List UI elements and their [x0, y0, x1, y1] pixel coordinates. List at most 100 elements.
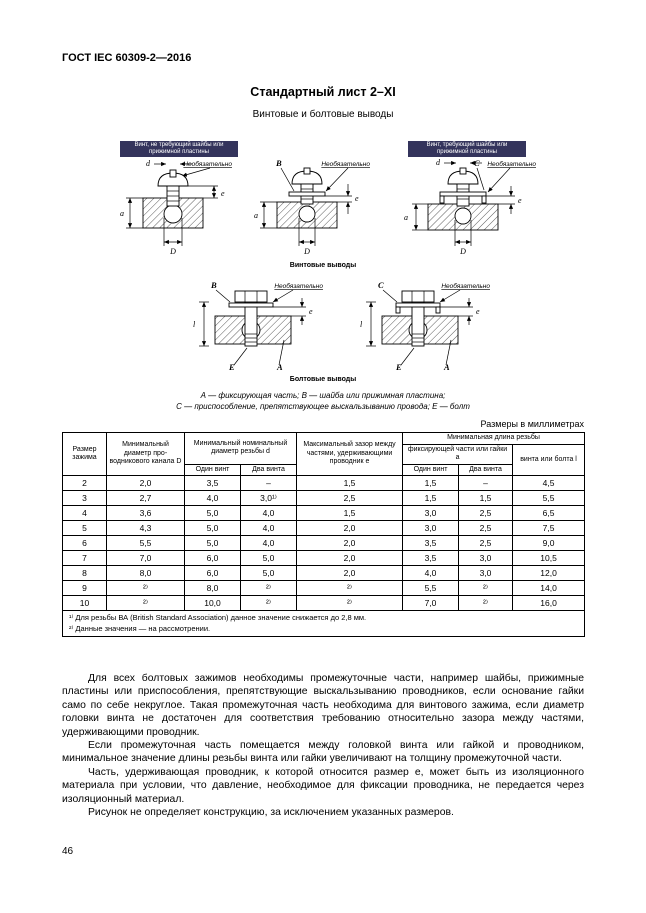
table-cell: 4 [62, 505, 107, 521]
table-cell: 4,3 [106, 520, 185, 536]
table-cell: 10,0 [184, 595, 241, 611]
table-cell: 3,5 [184, 475, 241, 491]
table-cell: ²⁾ [458, 595, 514, 611]
table-cell: 3 [62, 490, 107, 506]
conductor-channel [454, 207, 472, 225]
page-subtitle: Винтовые и болтовые выводы [252, 109, 394, 120]
table-cell: 5,0 [184, 535, 241, 551]
table-cell: 16,0 [512, 595, 586, 611]
body-paragraph: Часть, удерживающая проводник, к которой… [62, 766, 584, 805]
table-cell: 3,5 [402, 550, 460, 566]
table-cell: 6 [62, 535, 107, 551]
table-cell: 8,0 [184, 580, 241, 596]
screw-slot [303, 167, 311, 175]
optional-label: Необязательно [274, 282, 323, 290]
dim-label-e: e [355, 194, 359, 203]
optional-label: Необязательно [183, 160, 232, 168]
table-cell: 5,5 [106, 535, 185, 551]
part-label-C: C [378, 280, 384, 290]
table-cell: 8 [62, 565, 107, 581]
table-cell: 2,5 [458, 520, 514, 536]
conductor-channel [163, 204, 183, 224]
table-cell: ²⁾ [106, 595, 185, 611]
table-cell: 6,5 [512, 505, 586, 521]
dim-label-l: l [193, 320, 196, 329]
optional-label: Необязательно [487, 160, 536, 168]
table-cell: 10,5 [512, 550, 586, 566]
table-cell: 4,5 [512, 475, 586, 491]
figure-screw-terminal-1: Необязательно d e a D [120, 159, 232, 256]
part-label-B: B [210, 280, 217, 290]
header-min-thread-length: Минимальная длина резьбы [402, 432, 586, 445]
table-cell: 7 [62, 550, 107, 566]
table-cell: 1,5 [402, 490, 460, 506]
table-cell: 2,0 [296, 565, 404, 581]
table-cell: 8,0 [106, 565, 185, 581]
table-cell: 4,0 [184, 490, 241, 506]
table-cell: 5,0 [239, 565, 298, 581]
legend-line-1: А — фиксирующая часть; В — шайба или при… [200, 391, 446, 400]
footnote-2: ²⁾ Данные значения — на рассмотрении. [69, 623, 211, 633]
screw-slot [169, 169, 177, 178]
table-cell: 5,0 [184, 520, 241, 536]
table-cell: 7,0 [402, 595, 460, 611]
optional-label: Необязательно [321, 160, 370, 168]
header-min-thread-diameter: Минимальный номинальный диаметр резьбы d [183, 432, 298, 465]
page-number: 46 [62, 846, 74, 857]
figure-label-no-washer: Винт, не требующий шайбы или прижимной п… [120, 141, 238, 157]
dim-label-e: e [221, 189, 225, 198]
body-paragraph: Для всех болтовых зажимов необходимы про… [62, 673, 584, 738]
part-label-B: B [275, 158, 282, 168]
table-cell: 2,5 [296, 490, 404, 506]
table-cell: ²⁾ [239, 580, 298, 596]
table-cell: 5,0 [184, 505, 241, 521]
table-cell: 6,0 [184, 550, 241, 566]
figure-bolt-terminal-2: C Необязательно e l E A [360, 280, 490, 372]
dim-label-a: a [254, 211, 258, 220]
dim-label-e: e [309, 307, 313, 316]
table-cell: ²⁾ [296, 595, 404, 611]
part-label-E: E [395, 362, 402, 372]
figure-bolt-terminal-1: B Необязательно e l E A [193, 280, 323, 372]
table-cell: 2,0 [296, 520, 404, 536]
table-cell: 7,5 [512, 520, 586, 536]
retaining-lip [439, 195, 445, 204]
figure-label-wrap: Винт, не требующий шайбы или прижимной п… [104, 140, 254, 158]
bolt-shank [244, 301, 258, 347]
figures-area: Винт, не требующий шайбы или прижимной п… [0, 138, 646, 420]
header-screw-or-bolt: винта или болта l [512, 443, 586, 476]
table-cell: – [458, 475, 514, 491]
nut [234, 290, 268, 303]
table-cell: 3,6 [106, 505, 185, 521]
table-cell: ²⁾ [106, 580, 185, 596]
table-cell: 5,5 [512, 490, 586, 506]
body-paragraph: Рисунок не определяет конструкцию, за ис… [88, 807, 454, 819]
part-label-A: A [443, 362, 450, 372]
table-cell: 2,0 [296, 550, 404, 566]
washer [228, 302, 274, 308]
table-cell: 5,0 [239, 550, 298, 566]
footnotes-cell: ¹⁾ Для резьбы ВА (British Standard Assoc… [61, 610, 586, 637]
table-cell: ²⁾ [296, 580, 404, 596]
header-one-screw: Один винт [402, 463, 460, 476]
table-cell: 3,0 [402, 505, 460, 521]
table-cell: – [239, 475, 298, 491]
header-max-gap: Максимальный зазор между частями, удержи… [296, 432, 404, 476]
dim-label-a: a [120, 209, 124, 218]
figure-label-washer: Винт, требующий шайбы или прижимной плас… [408, 141, 526, 157]
nut [401, 290, 435, 303]
table-cell: 3,0 [458, 550, 514, 566]
table-cell: ²⁾ [239, 595, 298, 611]
retaining-lip [481, 195, 487, 204]
figure-screw-terminal-3: C Необязательно d e a D [404, 158, 536, 256]
legend-line-2: С — приспособление, препятствующее выска… [176, 402, 470, 411]
table-cell: 1,5 [296, 475, 404, 491]
dim-label-D: D [459, 247, 466, 256]
